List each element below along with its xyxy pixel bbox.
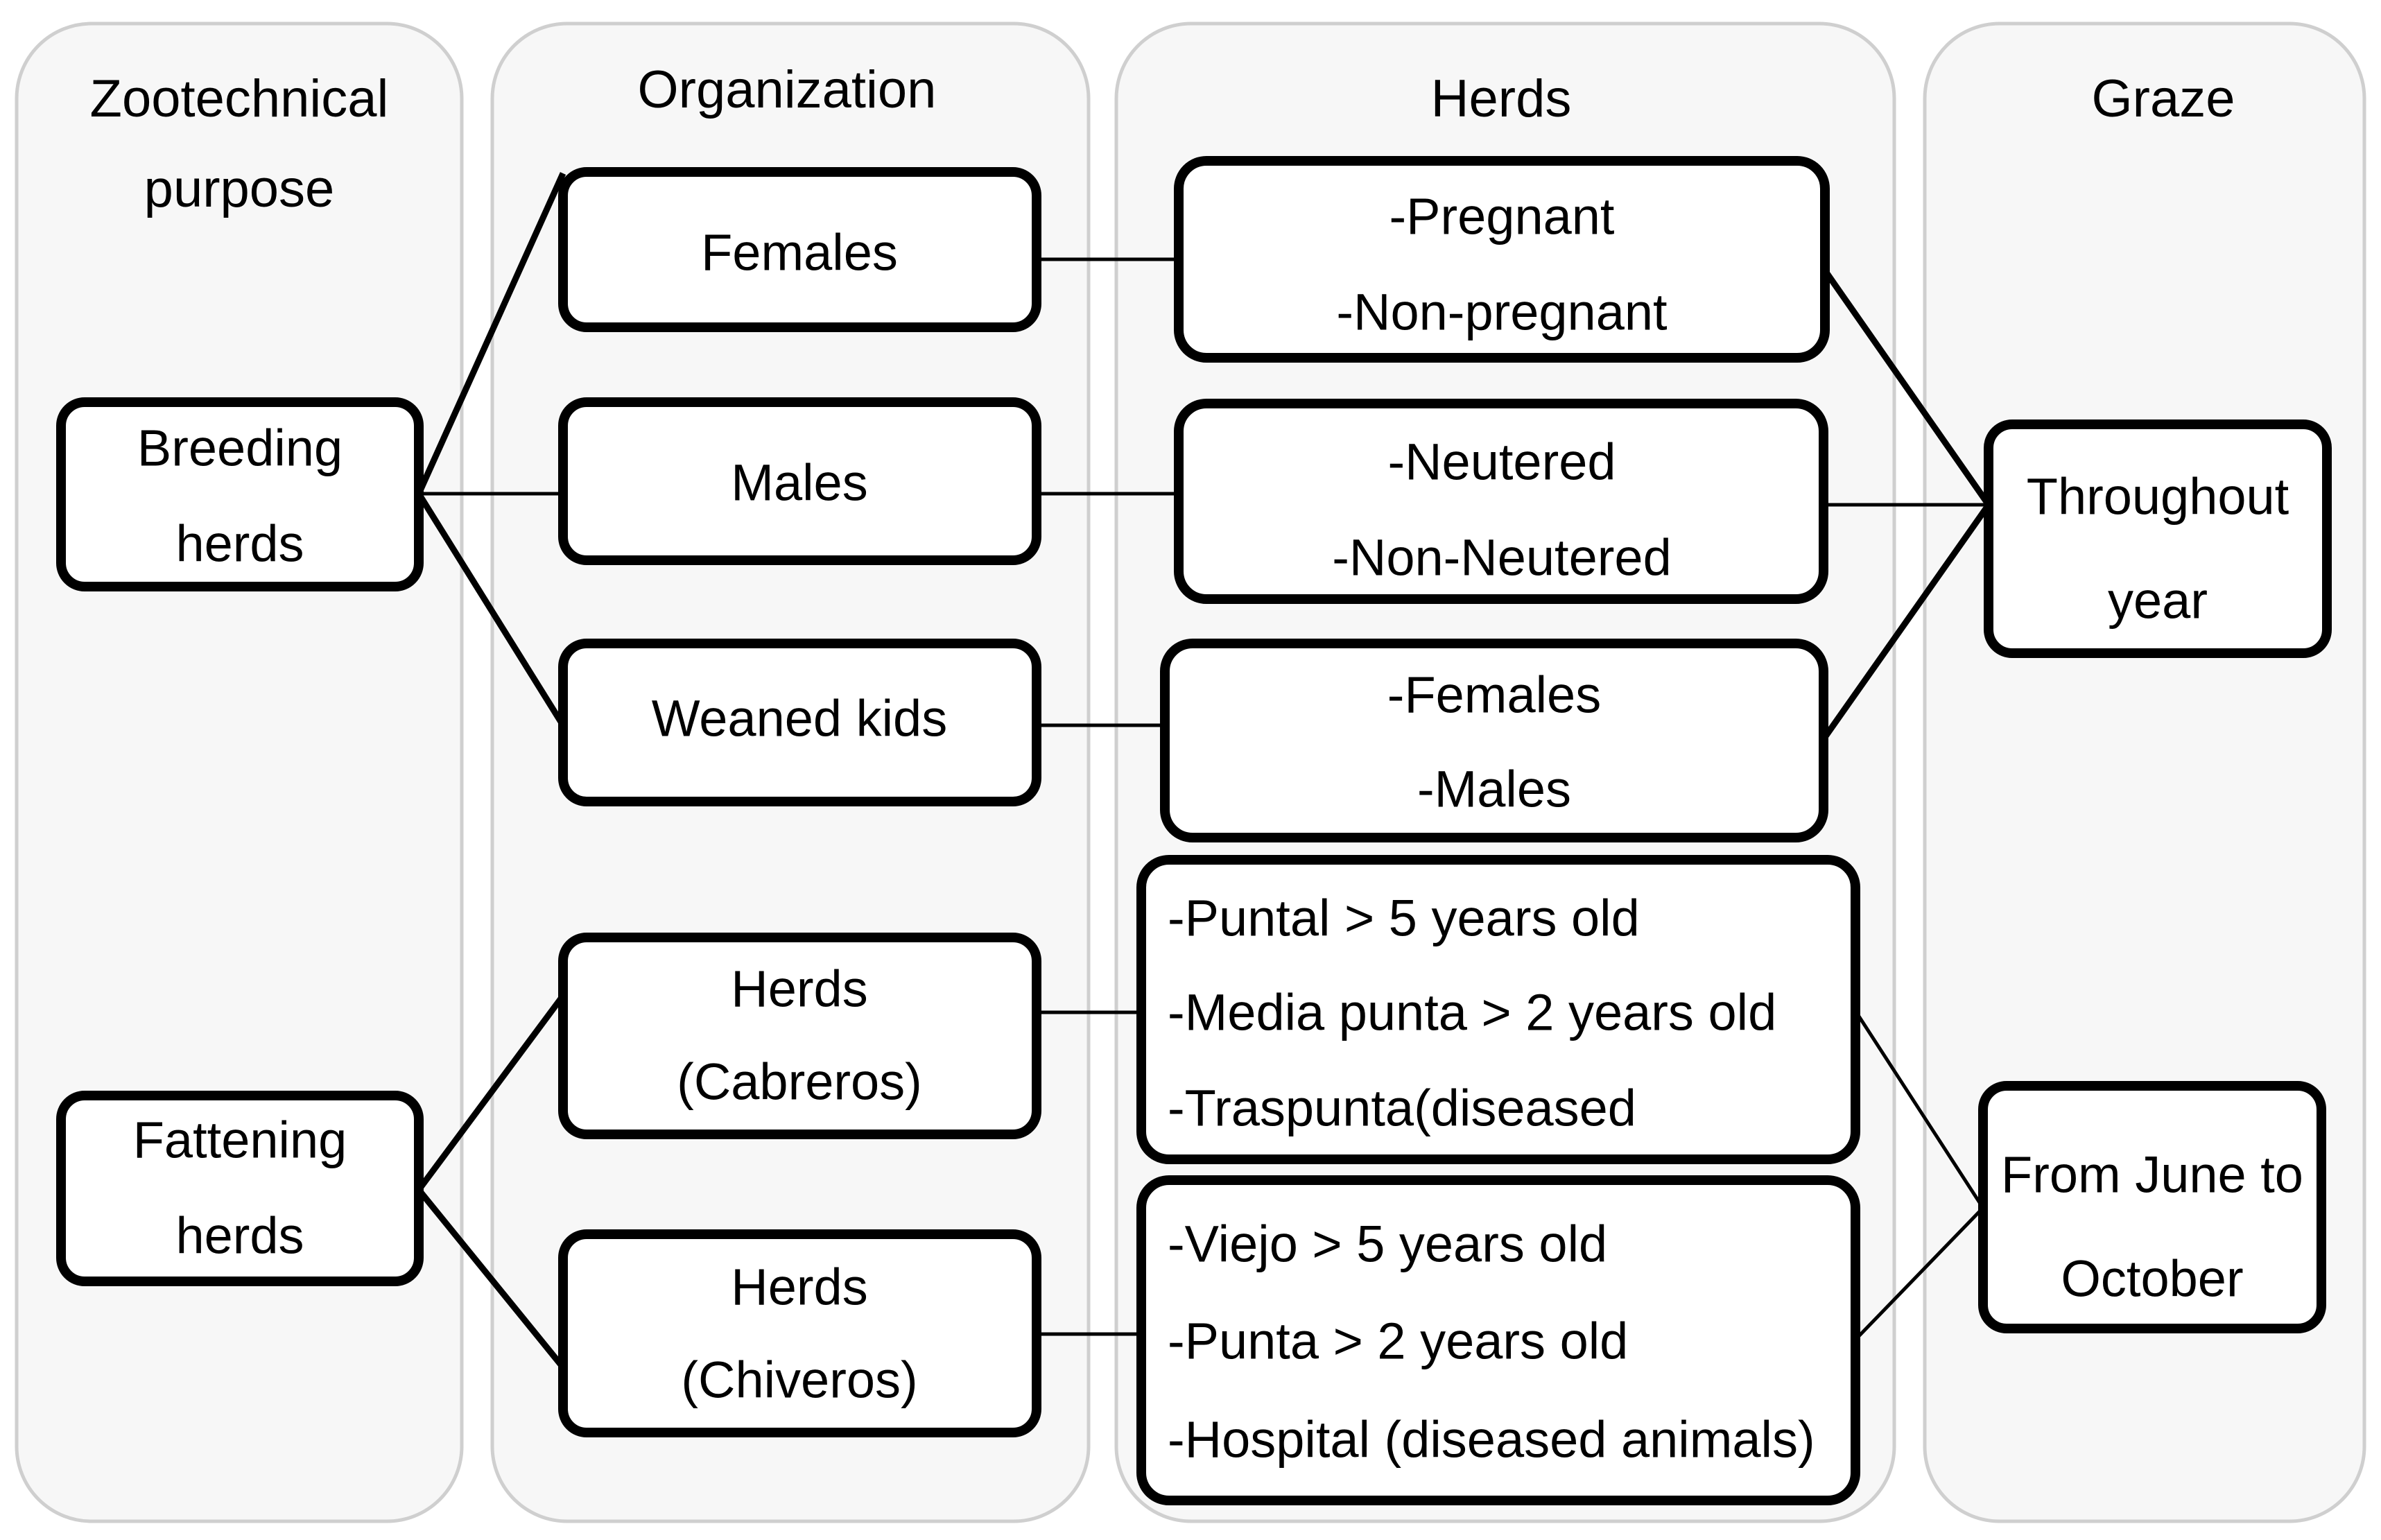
edge-cabreros-groups-to-june-to-october xyxy=(1853,1010,1985,1209)
node-chiveros-groups-box[interactable] xyxy=(1136,1175,1860,1505)
lane-titles-group: Zootechnical purpose Organization Herds … xyxy=(90,60,2235,218)
node-breeding-herds-line2: herds xyxy=(175,515,304,573)
node-cabreros-groups-line1: -Puntal > 5 years old xyxy=(1168,890,1640,947)
node-throughout-year-line1: Throughout xyxy=(2027,468,2289,526)
node-herds-cabreros-line1: Herds xyxy=(731,960,867,1018)
node-weaned-kids[interactable]: Weaned kids xyxy=(558,639,1041,806)
node-female-states-line1: -Pregnant xyxy=(1389,188,1615,245)
node-chiveros-groups-line3: -Hospital (diseased animals) xyxy=(1168,1411,1815,1469)
node-females-label: Females xyxy=(701,224,898,282)
node-june-to-october-line1: From June to xyxy=(2001,1146,2303,1204)
node-male-states[interactable]: -Neutered -Non-Neutered xyxy=(1174,399,1828,604)
node-kid-states-box[interactable] xyxy=(1160,639,1828,842)
node-males-box[interactable] xyxy=(558,397,1041,565)
node-throughout-year-line2: year xyxy=(2108,572,2208,630)
node-throughout-year-box[interactable] xyxy=(1984,419,2332,658)
node-kid-states-line1: -Females xyxy=(1387,666,1601,724)
edge-fattening-to-herds-chiveros xyxy=(416,1188,566,1369)
node-fattening-herds-line2: herds xyxy=(175,1207,304,1265)
lane-title-organization: Organization xyxy=(638,60,937,119)
node-males-label: Males xyxy=(731,454,867,512)
lane-title-herds: Herds xyxy=(1431,69,1572,128)
node-chiveros-groups[interactable]: -Viejo > 5 years old -Punta > 2 years ol… xyxy=(1136,1175,1860,1505)
node-male-states-box[interactable] xyxy=(1174,399,1828,604)
node-june-to-october-line2: October xyxy=(2061,1250,2243,1308)
node-females-box[interactable] xyxy=(558,167,1041,332)
node-chiveros-groups-line2: -Punta > 2 years old xyxy=(1168,1313,1628,1370)
node-males[interactable]: Males xyxy=(558,397,1041,565)
node-kid-states[interactable]: -Females -Males xyxy=(1160,639,1828,842)
edge-kid-states-to-throughout-year xyxy=(1821,503,1991,741)
node-fattening-herds-line1: Fattening xyxy=(133,1111,347,1169)
node-cabreros-groups[interactable]: -Puntal > 5 years old -Media punta > 2 y… xyxy=(1136,855,1860,1164)
node-male-states-line2: -Non-Neutered xyxy=(1332,529,1671,587)
node-fattening-herds-box[interactable] xyxy=(56,1091,424,1286)
node-cabreros-groups-box[interactable] xyxy=(1136,855,1860,1164)
edge-chiveros-groups-to-june-to-october xyxy=(1854,1206,1984,1341)
node-cabreros-groups-line2: -Media punta > 2 years old xyxy=(1168,984,1776,1041)
lane-title-zootechnical-purpose-line2: purpose xyxy=(144,159,335,218)
node-herds-cabreros-box[interactable] xyxy=(558,933,1041,1139)
node-female-states[interactable]: -Pregnant -Non-pregnant xyxy=(1174,156,1830,363)
node-herds-cabreros[interactable]: Herds (Cabreros) xyxy=(558,933,1041,1139)
node-females[interactable]: Females xyxy=(558,167,1041,332)
node-herds-chiveros[interactable]: Herds (Chiveros) xyxy=(558,1229,1041,1437)
node-fattening-herds[interactable]: Fattening herds xyxy=(56,1091,424,1286)
node-june-to-october-box[interactable] xyxy=(1978,1081,2326,1333)
node-female-states-line2: -Non-pregnant xyxy=(1336,284,1668,341)
edge-female-states-to-throughout-year xyxy=(1822,268,1991,507)
edge-fattening-to-herds-cabreros xyxy=(416,994,566,1192)
node-chiveros-groups-line1: -Viejo > 5 years old xyxy=(1168,1215,1607,1273)
node-breeding-herds-box[interactable] xyxy=(56,397,424,591)
lane-zootechnical-purpose xyxy=(15,21,464,1523)
node-male-states-line1: -Neutered xyxy=(1387,433,1616,491)
node-herds-chiveros-box[interactable] xyxy=(558,1229,1041,1437)
lane-title-graze: Graze xyxy=(2092,69,2235,128)
node-kid-states-line2: -Males xyxy=(1417,761,1571,818)
node-breeding-herds[interactable]: Breeding herds xyxy=(56,397,424,591)
node-june-to-october[interactable]: From June to October xyxy=(1978,1081,2326,1333)
node-weaned-kids-box[interactable] xyxy=(558,639,1041,806)
node-herds-chiveros-line1: Herds xyxy=(731,1258,867,1316)
node-herds-cabreros-line2: (Cabreros) xyxy=(677,1053,922,1111)
lane-title-zootechnical-purpose-line1: Zootechnical xyxy=(90,69,389,128)
node-throughout-year[interactable]: Throughout year xyxy=(1984,419,2332,658)
node-herds-chiveros-line2: (Chiveros) xyxy=(681,1351,917,1409)
node-cabreros-groups-line3: -Traspunta(diseased xyxy=(1168,1080,1636,1137)
node-female-states-box[interactable] xyxy=(1174,156,1830,363)
node-breeding-herds-line1: Breeding xyxy=(137,419,343,477)
node-weaned-kids-label: Weaned kids xyxy=(652,690,947,747)
edge-breeding-to-weaned-kids xyxy=(416,492,566,727)
edge-breeding-to-females xyxy=(415,172,566,495)
